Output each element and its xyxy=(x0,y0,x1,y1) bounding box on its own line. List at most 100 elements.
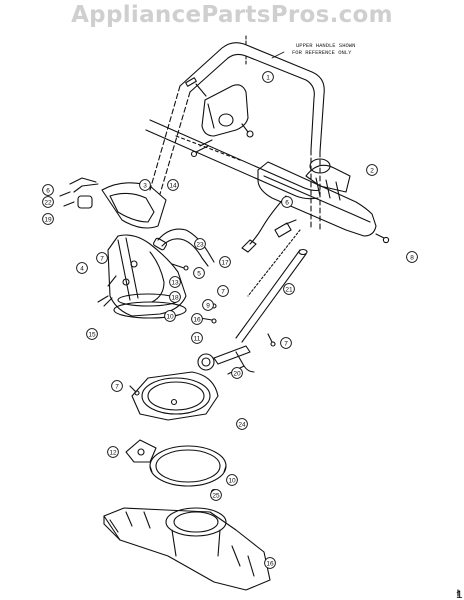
callout-16: 16 xyxy=(264,557,276,569)
callout-7: 7 xyxy=(96,252,108,264)
callout-18: 18 xyxy=(169,291,181,303)
chute-base-plate xyxy=(131,371,219,421)
callout-24: 24 xyxy=(236,418,248,430)
callout-14: 14 xyxy=(167,179,179,191)
callout-bubble xyxy=(202,299,214,311)
callout-10: 10 xyxy=(226,474,238,486)
chute-housing xyxy=(97,234,187,319)
callout-bubble xyxy=(281,196,293,208)
callout-label: 14 xyxy=(169,182,177,189)
watermark: AppliancePartsPros.com xyxy=(71,2,393,28)
callout-4: 4 xyxy=(76,262,88,274)
callout-bubble xyxy=(139,179,151,191)
callout-label: 3 xyxy=(143,182,147,189)
callout-6: 6 xyxy=(42,184,54,196)
reference-note-line-1: UPPER HANDLE SHOWN xyxy=(296,42,355,49)
callout-bubble xyxy=(107,446,119,458)
callout-bubble xyxy=(86,328,98,340)
callout-label: 10 xyxy=(166,313,174,320)
callout-22: 22 xyxy=(42,196,54,208)
callout-bubble xyxy=(164,310,176,322)
callout-label: 21 xyxy=(285,286,293,293)
callout-20: 20 xyxy=(231,367,243,379)
callout-bubble xyxy=(264,557,276,569)
callout-2: 2 xyxy=(366,164,378,176)
callout-7: 7 xyxy=(280,337,292,349)
callout-bubble xyxy=(236,418,248,430)
chute-deflector xyxy=(59,177,167,229)
callout-label: 20 xyxy=(233,370,241,377)
callout-12: 12 xyxy=(107,446,119,458)
callout-13: 13 xyxy=(169,276,181,288)
callout-3: 3 xyxy=(139,179,151,191)
callout-label: 9 xyxy=(206,302,210,309)
reference-note-line-2: FOR REFERENCE ONLY xyxy=(292,49,352,56)
callout-bubble xyxy=(76,262,88,274)
callout-5: 5 xyxy=(193,267,205,279)
callout-label: 15 xyxy=(88,331,96,338)
callout-label: 6 xyxy=(285,199,289,206)
upper-chute-handle xyxy=(152,228,215,267)
callout-bubble xyxy=(406,251,418,263)
callout-bubble xyxy=(210,489,222,501)
callout-1: 1 xyxy=(262,71,274,83)
handle-grip-assembly xyxy=(257,158,390,244)
callout-bubble xyxy=(167,179,179,191)
callout-bubble xyxy=(42,213,54,225)
callout-label: 12 xyxy=(109,449,117,456)
callout-bubble xyxy=(169,291,181,303)
callout-label: 25 xyxy=(212,492,220,499)
upper-handle xyxy=(149,35,325,233)
callout-21: 21 xyxy=(283,283,295,295)
callout-label: 19 xyxy=(44,216,52,223)
lower-handle-tube xyxy=(235,248,308,343)
callout-23: 23 xyxy=(194,238,206,250)
callout-16: 16 xyxy=(191,313,203,325)
callout-label: 4 xyxy=(80,265,84,272)
callout-bubble xyxy=(280,337,292,349)
callout-8: 8 xyxy=(406,251,418,263)
callout-bubble xyxy=(226,474,238,486)
callout-label: 24 xyxy=(238,421,246,428)
callout-label: 16 xyxy=(193,316,201,323)
callout-7: 7 xyxy=(217,285,229,297)
callout-label: 17 xyxy=(221,259,229,266)
callout-19: 19 xyxy=(42,213,54,225)
callout-bubble xyxy=(219,256,231,268)
callout-label: 7 xyxy=(284,340,288,347)
page-number: 1 xyxy=(456,590,463,600)
callout-bubble xyxy=(42,196,54,208)
auger-housing xyxy=(103,507,271,591)
callout-label: 1 xyxy=(266,74,270,81)
callout-bubble xyxy=(283,283,295,295)
callout-bubble xyxy=(111,380,123,392)
callout-bubble xyxy=(262,71,274,83)
callout-9: 9 xyxy=(202,299,214,311)
callout-label: 11 xyxy=(194,335,201,342)
callout-label: 16 xyxy=(266,560,274,567)
chute-drive-gear xyxy=(197,345,255,375)
callout-bubble xyxy=(169,276,181,288)
callout-11: 11 xyxy=(191,332,203,344)
callout-label: 10 xyxy=(228,477,236,484)
callout-label: 2 xyxy=(370,167,374,174)
callout-bubble xyxy=(366,164,378,176)
callout-bubble xyxy=(193,267,205,279)
callout-label: 5 xyxy=(197,270,201,277)
cable-and-plug xyxy=(241,195,301,297)
callout-bubble xyxy=(42,184,54,196)
callout-17: 17 xyxy=(219,256,231,268)
callout-label: 23 xyxy=(196,241,204,248)
callout-label: 7 xyxy=(100,255,104,262)
callout-10: 10 xyxy=(164,310,176,322)
callout-7: 7 xyxy=(111,380,123,392)
callout-bubble xyxy=(191,332,203,344)
callout-6: 6 xyxy=(281,196,293,208)
chute-bracket xyxy=(125,439,157,463)
callout-bubble xyxy=(194,238,206,250)
callout-bubble xyxy=(231,367,243,379)
callout-label: 6 xyxy=(46,187,50,194)
callout-label: 13 xyxy=(171,279,179,286)
control-switch-box xyxy=(185,77,254,158)
